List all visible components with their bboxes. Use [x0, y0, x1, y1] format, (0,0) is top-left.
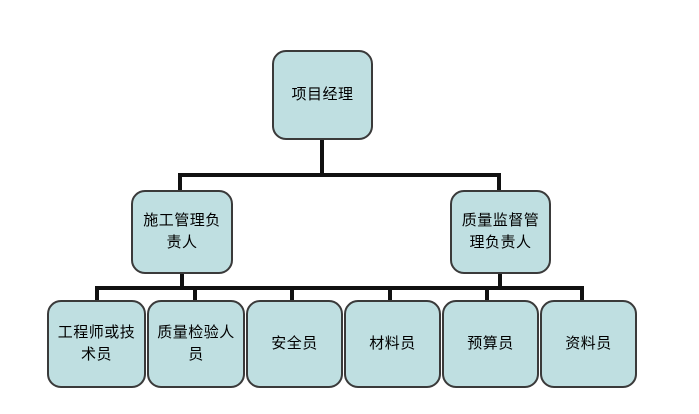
node-label: 材料员 [369, 334, 416, 353]
node-budget-officer[interactable]: 预算员 [442, 300, 539, 388]
connector-l3-drop-1 [95, 286, 99, 302]
node-label: 施工管理负责人 [143, 211, 221, 251]
node-quality-supervision-management-lead[interactable]: 质量监督管理负责人 [450, 190, 551, 274]
node-label: 质量监督管理负责人 [461, 211, 540, 251]
connector-l3-drop-6 [580, 286, 584, 302]
node-project-manager[interactable]: 项目经理 [272, 50, 373, 140]
connector-l3-bus [95, 286, 584, 290]
connector-l3-drop-2 [193, 286, 197, 302]
connector-l2-bus [178, 173, 501, 177]
node-label: 质量检验人员 [157, 323, 235, 363]
node-documentation-officer[interactable]: 资料员 [540, 300, 637, 388]
node-safety-officer[interactable]: 安全员 [246, 300, 343, 388]
connector-l2-left-drop [180, 274, 184, 288]
node-quality-inspection-staff[interactable]: 质量检验人员 [147, 300, 245, 388]
connector-l3-drop-4 [388, 286, 392, 302]
connector-l3-drop-5 [485, 286, 489, 302]
connector-l2-drop-right [497, 173, 501, 192]
node-label: 预算员 [467, 334, 514, 353]
node-label: 资料员 [565, 334, 612, 353]
connector-l3-drop-3 [290, 286, 294, 302]
node-label: 安全员 [271, 334, 318, 353]
connector-l1-drop [320, 140, 324, 177]
node-engineer-or-technician[interactable]: 工程师或技术员 [47, 300, 146, 388]
node-construction-management-lead[interactable]: 施工管理负责人 [131, 190, 233, 274]
node-label: 项目经理 [291, 85, 354, 104]
connector-l2-right-drop [498, 274, 502, 288]
node-label: 工程师或技术员 [57, 323, 136, 363]
connector-l2-drop-left [178, 173, 182, 192]
node-materials-officer[interactable]: 材料员 [344, 300, 441, 388]
